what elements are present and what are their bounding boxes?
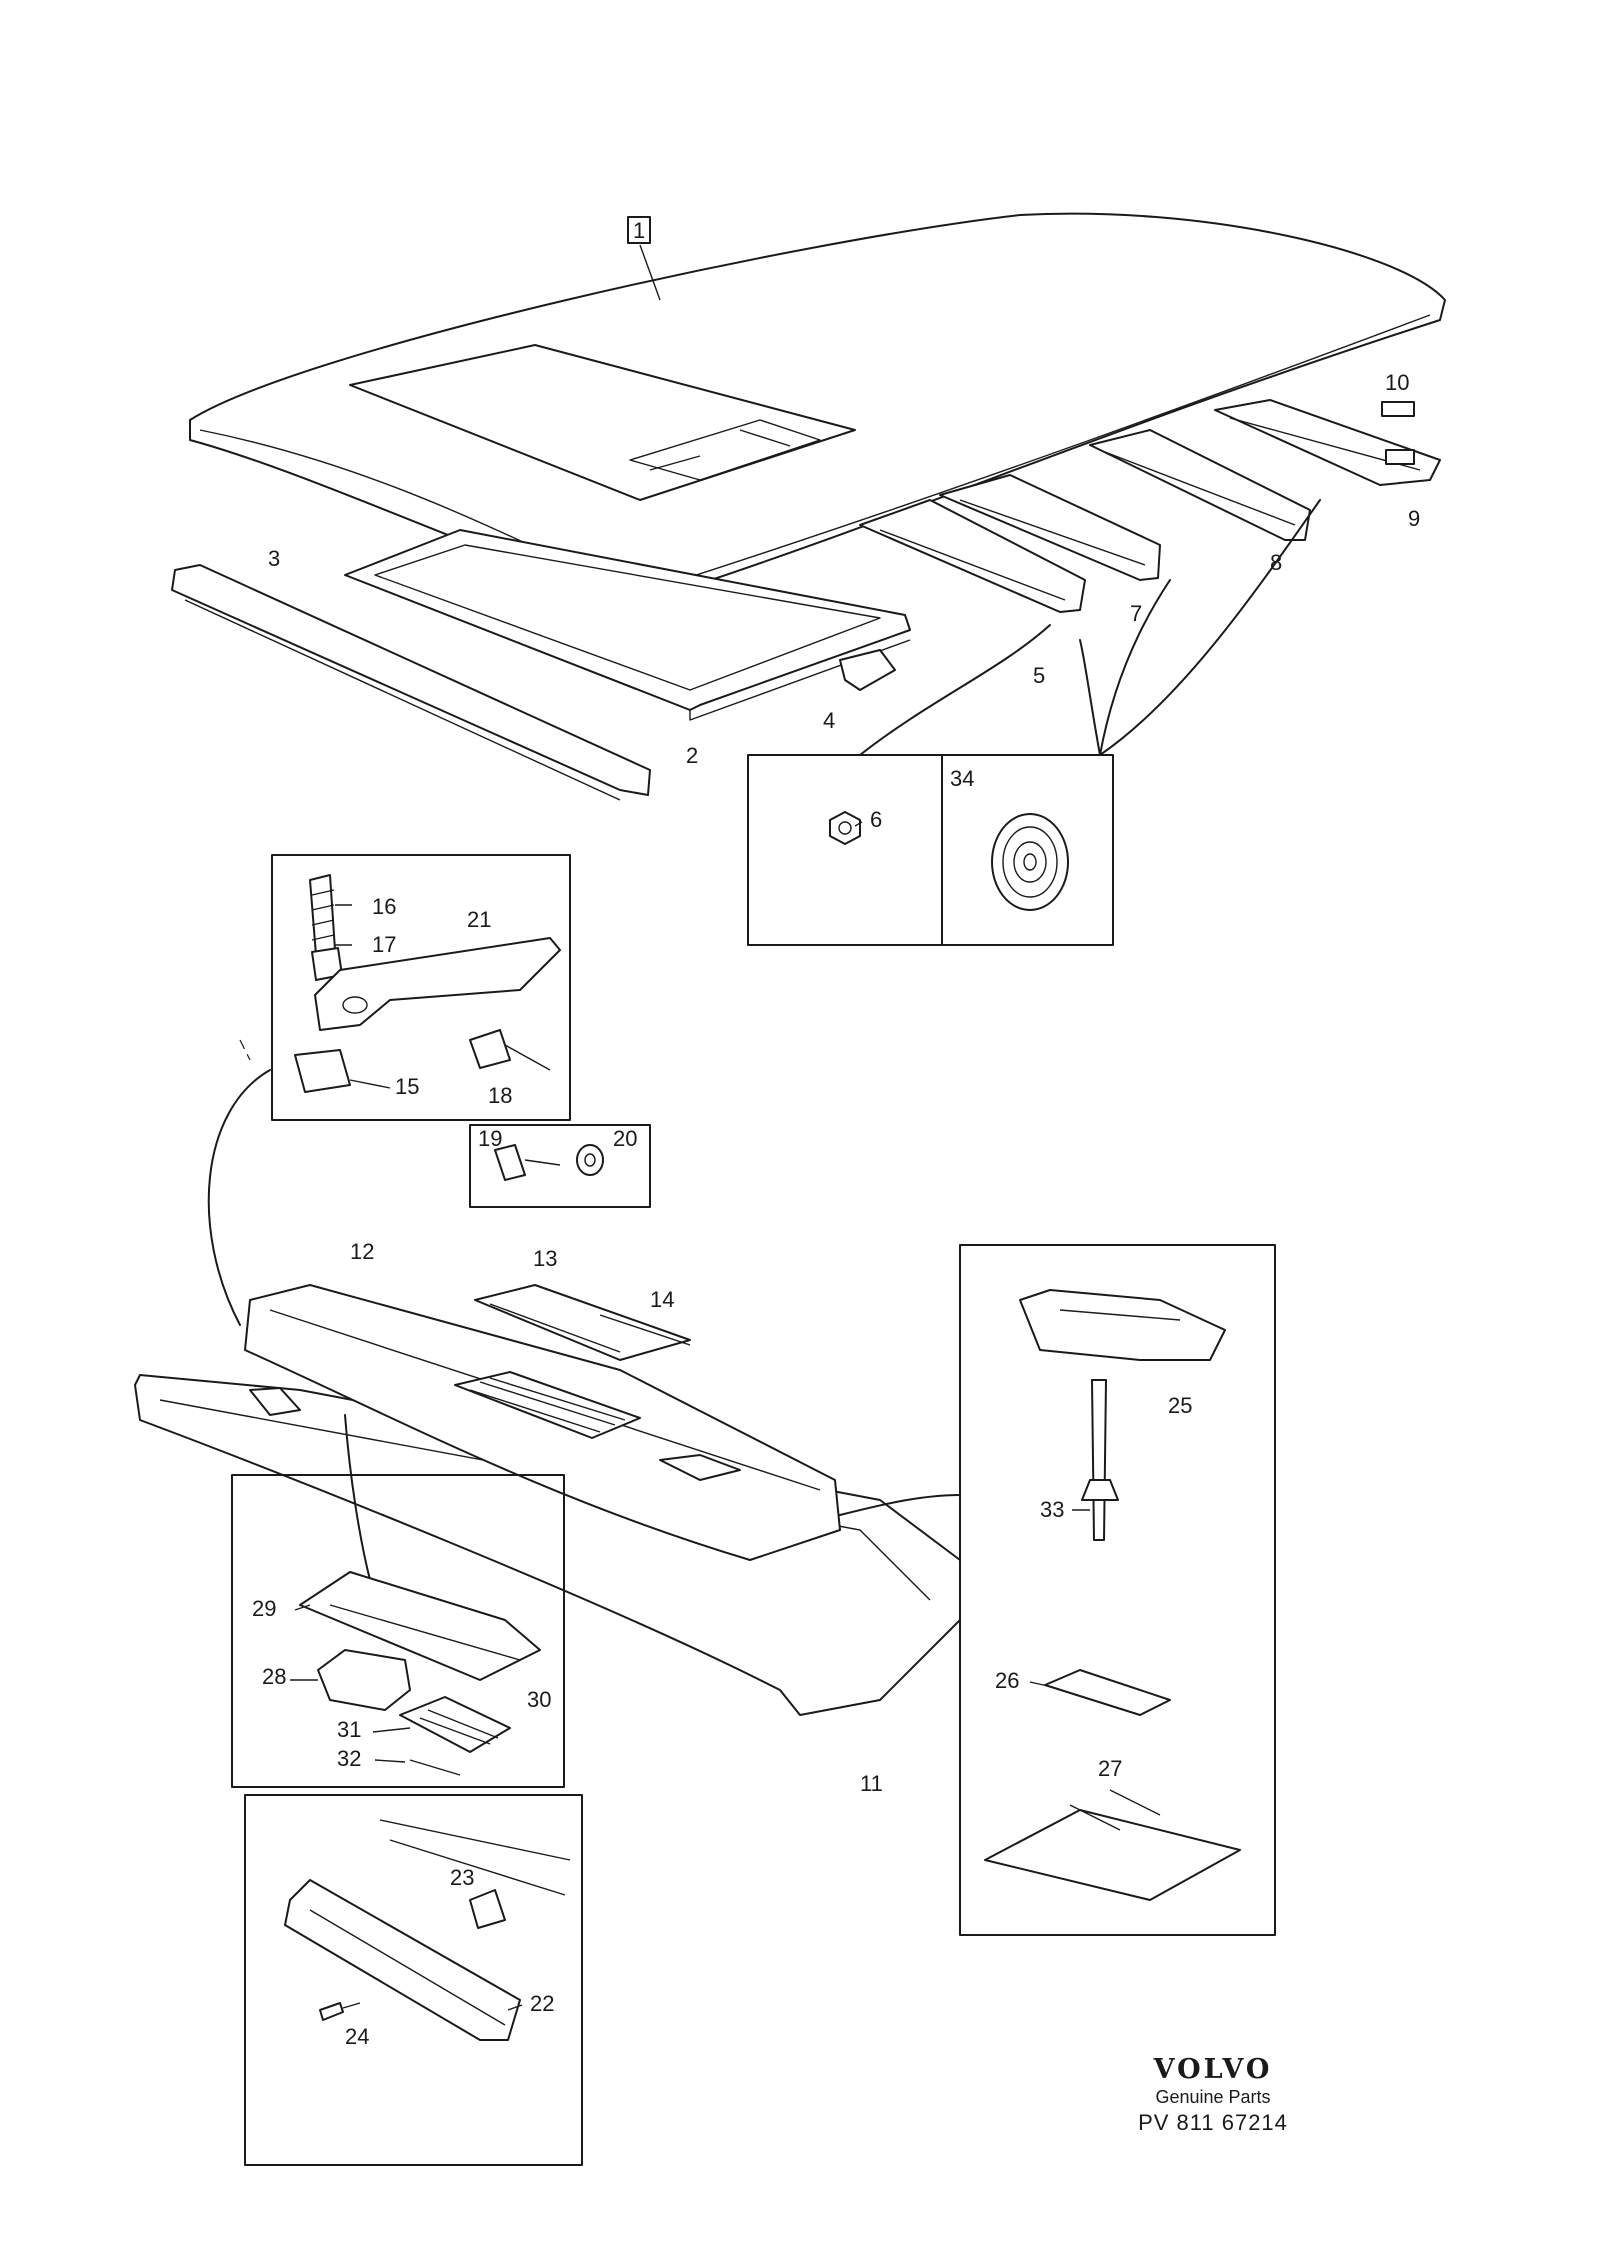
inset-25-33 — [959, 1244, 1276, 1936]
callout-10: 10 — [1385, 370, 1409, 395]
bracket-4 — [839, 649, 896, 691]
cowl-assembly — [134, 1284, 961, 1716]
callout-23: 23 — [450, 1865, 474, 1890]
roof-panel — [189, 212, 1446, 606]
inset-19-20 — [469, 1124, 651, 1208]
callout-28: 28 — [262, 1664, 286, 1689]
brand-tagline: Genuine Parts — [1155, 2087, 1271, 2107]
callout-19: 19 — [478, 1126, 502, 1151]
leader-1 — [639, 244, 661, 301]
part-13-14 — [474, 1284, 691, 1361]
leader-15-12 — [207, 1069, 271, 1326]
callout-25: 25 — [1168, 1393, 1192, 1418]
callout-24: 24 — [345, 2024, 369, 2049]
leader-27-11 — [839, 1494, 961, 1516]
callout-34: 34 — [950, 766, 974, 791]
callout-1: 1 — [633, 218, 645, 243]
callouts: 1 2 3 4 5 6 7 8 9 10 11 12 13 14 15 16 1… — [252, 216, 1420, 2049]
callout-box-1 — [627, 216, 651, 244]
callout-leaders — [290, 821, 1090, 2011]
brand-name: VOLVO — [1153, 2054, 1273, 2085]
callout-33: 33 — [1040, 1497, 1064, 1522]
callout-17: 17 — [372, 932, 396, 957]
sunroof-frame — [344, 529, 911, 721]
diagram-code: PV 811 67214 — [1138, 2110, 1288, 2135]
callout-6: 6 — [870, 807, 882, 832]
callout-32: 32 — [337, 1746, 361, 1771]
inset-6-34 — [747, 754, 1114, 946]
callout-15: 15 — [395, 1074, 419, 1099]
drip-rail — [171, 564, 651, 801]
inset-22-24 — [244, 1794, 583, 2166]
callout-13: 13 — [533, 1246, 557, 1271]
callout-2: 2 — [686, 743, 698, 768]
callout-18: 18 — [488, 1083, 512, 1108]
callout-5: 5 — [1033, 663, 1045, 688]
callout-21: 21 — [467, 907, 491, 932]
leader-curves — [859, 499, 1321, 756]
callout-11: 11 — [860, 1771, 883, 1796]
callout-26: 26 — [995, 1668, 1019, 1693]
leader-31-cowl — [344, 1414, 371, 1581]
callout-20: 20 — [613, 1126, 637, 1151]
callout-22: 22 — [530, 1991, 554, 2016]
callout-27: 27 — [1098, 1756, 1122, 1781]
callout-12: 12 — [350, 1239, 374, 1264]
volvo-genuine-parts-logo: VOLVO Genuine Parts PV 811 67214 — [1128, 2054, 1298, 2136]
callout-16: 16 — [372, 894, 396, 919]
callout-8: 8 — [1270, 550, 1282, 575]
callout-30: 30 — [527, 1687, 551, 1712]
callout-4: 4 — [823, 708, 835, 733]
inset-28-32 — [231, 1474, 565, 1788]
roof-bows — [859, 399, 1441, 613]
callout-9: 9 — [1408, 506, 1420, 531]
callout-7: 7 — [1130, 601, 1142, 626]
dashed-line — [239, 1039, 251, 1061]
callout-31: 31 — [337, 1717, 361, 1742]
inset-15-21 — [271, 854, 571, 1121]
callout-29: 29 — [252, 1596, 276, 1621]
callout-3: 3 — [268, 546, 280, 571]
callout-14: 14 — [650, 1287, 674, 1312]
